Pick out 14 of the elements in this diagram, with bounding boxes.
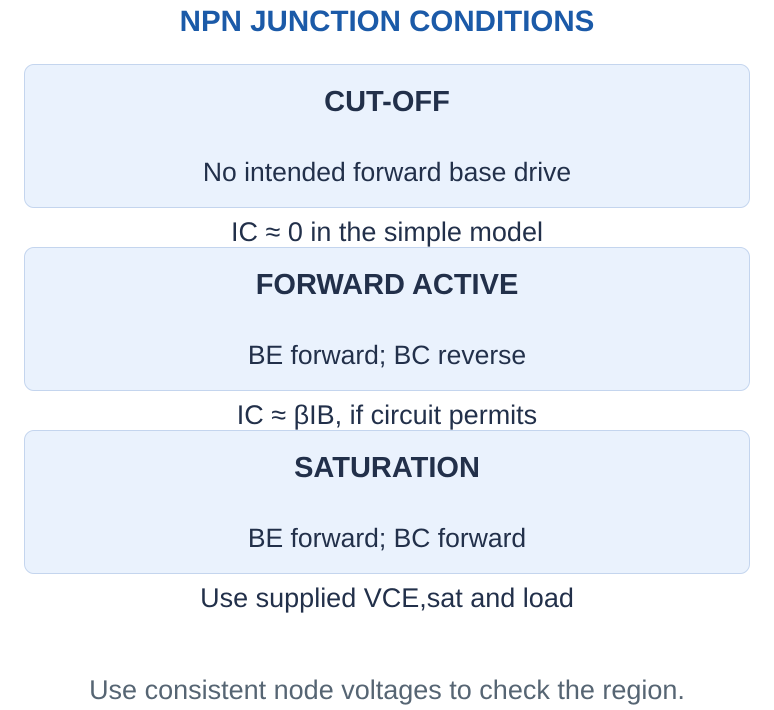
card-heading: CUT-OFF <box>324 85 450 120</box>
note-text: IC ≈ βIB, if circuit permits <box>236 399 538 431</box>
card-heading: SATURATION <box>294 451 480 486</box>
note-text: Use supplied VCE,sat and load <box>200 582 574 614</box>
card-heading: FORWARD ACTIVE <box>256 268 518 303</box>
diagram-title: NPN JUNCTION CONDITIONS <box>180 4 594 40</box>
caption-text: Use consistent node voltages to check the region. <box>89 674 685 706</box>
card-text: BE forward; BC reverse <box>248 339 526 371</box>
card-text: No intended forward base drive <box>202 156 572 188</box>
card-text: BE forward; BC forward <box>248 522 526 554</box>
condition-card <box>24 64 750 208</box>
condition-card <box>24 430 750 574</box>
condition-card <box>24 247 750 391</box>
note-text: IC ≈ 0 in the simple model <box>231 216 543 248</box>
